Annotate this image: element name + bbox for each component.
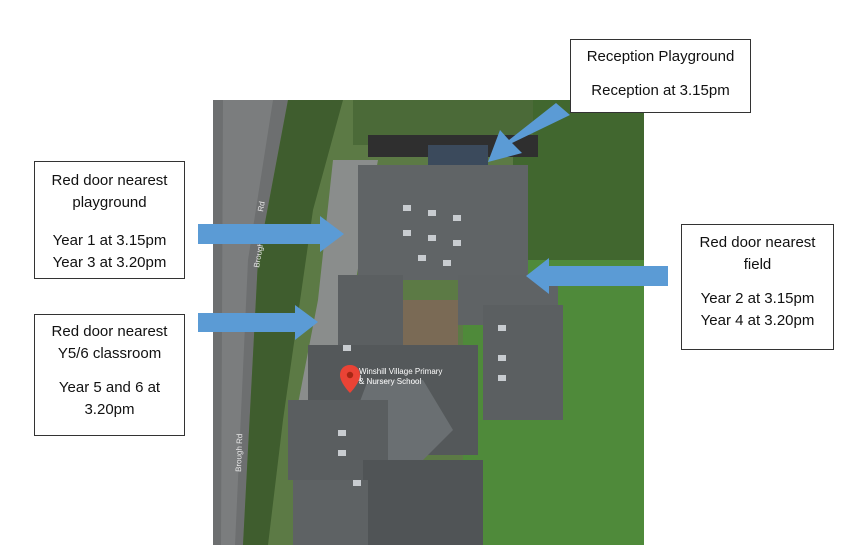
- callout-y56-detail-1: Year 5 and 6 at: [58, 379, 161, 396]
- road-label-left: Rd: [256, 201, 267, 213]
- aerial-map-image: Rd Brough Rd Brough Rd Winshill Village …: [213, 100, 644, 545]
- callout-y56-title-1: Red door nearest: [51, 323, 168, 340]
- callout-field-detail-1: Year 2 at 3.15pm: [700, 290, 815, 307]
- callout-field-detail-2: Year 4 at 3.20pm: [700, 312, 815, 329]
- callout-field: Red door nearest field Year 2 at 3.15pm …: [681, 224, 834, 350]
- callout-playground-detail-2: Year 3 at 3.20pm: [52, 254, 167, 271]
- map-pin-icon: [340, 365, 360, 393]
- school-label-line1: Winshill Village Primary: [359, 367, 442, 376]
- school-label-line2: & Nursery School: [359, 377, 421, 386]
- callout-field-title-2: field: [743, 256, 772, 273]
- aerial-map: Rd Brough Rd Brough Rd Winshill Village …: [213, 100, 644, 545]
- callout-reception-detail: Reception at 3.15pm: [591, 82, 730, 99]
- road-label-lower: Brough Rd: [234, 434, 244, 473]
- callout-playground: Red door nearest playground Year 1 at 3.…: [34, 161, 185, 279]
- callout-field-title-1: Red door nearest: [699, 234, 816, 251]
- callout-y56-detail-2: 3.20pm: [84, 401, 135, 418]
- callout-reception: Reception Playground Reception at 3.15pm: [570, 39, 751, 113]
- callout-playground-title-2: playground: [72, 194, 147, 211]
- callout-y56: Red door nearest Y5/6 classroom Year 5 a…: [34, 314, 185, 436]
- callout-y56-title-2: Y5/6 classroom: [57, 345, 162, 362]
- callout-playground-detail-1: Year 1 at 3.15pm: [52, 232, 167, 249]
- callout-playground-title-1: Red door nearest: [51, 172, 168, 189]
- callout-reception-title: Reception Playground: [586, 48, 735, 65]
